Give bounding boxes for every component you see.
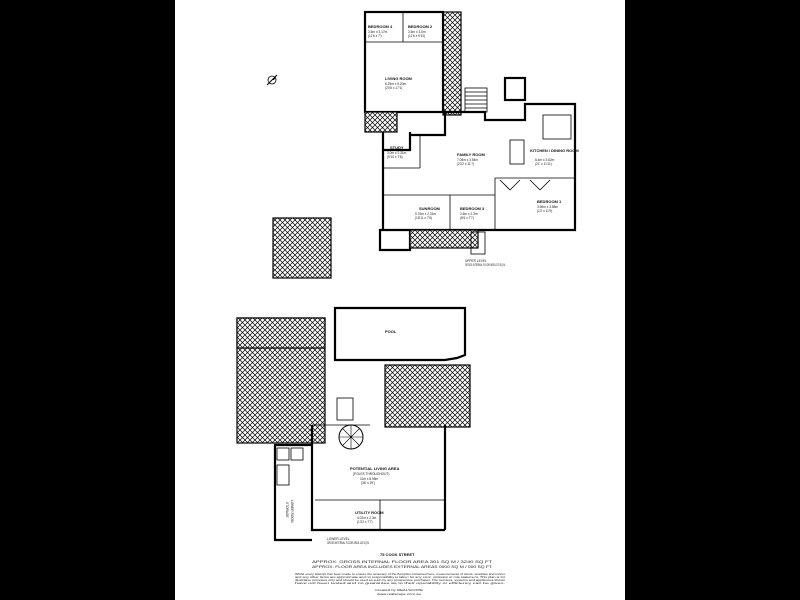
imp-bedroom4: (11'6 x 7') [368, 34, 382, 38]
approx-area-2: APPROX. FLOOR AREA INCLUDES EXTERNAL ARE… [312, 565, 492, 569]
deck-hatch-south [409, 229, 479, 249]
compass-icon [266, 74, 278, 86]
dims-living: 6.25m x 5.20m [385, 82, 406, 86]
detached-structure-hatch [272, 217, 332, 279]
disclaimer-3: illustrative purposes only and should be… [295, 579, 506, 582]
upper-level-area: GROSS INTERNAL FLOOR AREA 175 SQ M [465, 263, 505, 267]
imp-potential: (36' x 29') [361, 481, 375, 485]
imp-family: (23'2 x 11'7) [457, 162, 474, 166]
deck-hatch-west [364, 111, 398, 133]
lower-level-plan [236, 306, 471, 542]
disclaimer-2: and any other items are approximate and … [295, 576, 505, 579]
dims-family: 7.05m x 3.54m [457, 158, 478, 162]
lower-level-area: GROSS INTERNAL FLOOR AREA 130 SQ M [327, 541, 369, 545]
imp-bedroom2: (11'6 x 9'10) [408, 34, 425, 38]
label-potential: POTENTIAL LIVING AREA [350, 466, 399, 471]
upper-north-block [363, 10, 445, 114]
lower-level-title: LOWER LEVEL [327, 537, 350, 541]
pool-outline [333, 306, 467, 362]
label-bedroom3: BEDROOM 3 [460, 206, 485, 211]
imp-utility: (13'2 x 7'7) [357, 520, 373, 524]
label-kitchen: KITCHEN / DINING ROOM [530, 148, 579, 153]
imp-study: (9'10 x 7'6) [387, 155, 403, 159]
disclaimer-4: have not been tested and no guarantee as… [295, 582, 506, 585]
label-bedroom1: BEDROOM 1 [537, 199, 562, 204]
lower-east-hatch [384, 364, 471, 428]
imp-living: (20'6 x 17'1) [385, 86, 402, 90]
credit-line-2: www.realscope.com.au [377, 592, 422, 596]
label-family: FAMILY ROOM [457, 152, 485, 157]
disclaimer-1: Whilst every attempt has been made to en… [295, 573, 506, 576]
sub-lower-side: STORAGE [285, 502, 289, 518]
address-title: 75 COOK STREET [380, 552, 415, 557]
dims-bedroom3: 2.6m x 2.3m [460, 212, 478, 216]
upper-level-plan [266, 10, 577, 279]
dims-study: 3.0m x 2.31m [387, 151, 407, 155]
dims-bedroom1: 3.96m x 3.58m [537, 205, 558, 209]
dims-bedroom4: 3.5m x 3.17m [368, 30, 388, 34]
balcony-hatch [442, 11, 462, 116]
imp-bedroom3: (8'6 x 7'7) [460, 216, 474, 220]
credit-line-1: Created by REALSCOPE [375, 588, 423, 592]
floorplan-drawing: BEDROOM 4 3.5m x 3.17m (11'6 x 7') BEDRO… [236, 10, 579, 596]
sub-potential: (POLES THROUGHOUT) [353, 472, 389, 476]
dims-bedroom2: 3.5m x 3.0m [408, 30, 426, 34]
upper-level-title: UPPER LEVEL [465, 259, 487, 263]
dims-sunroom: 5.76m x 2.31m [415, 212, 436, 216]
dims-utility: 4.02m x 2.3m [357, 516, 377, 520]
floorplan-sheet: BEDROOM 4 3.5m x 3.17m (11'6 x 7') BEDRO… [175, 0, 625, 600]
label-bedroom2: BEDROOM 2 [408, 24, 433, 29]
imp-bedroom1: (13' x 11'9) [537, 209, 552, 213]
dims-kitchen: 6.4m x 3.62m [535, 158, 555, 162]
label-pool: POOL [385, 329, 397, 334]
approx-area-1: APPROX. GROSS INTERNAL FLOOR AREA 301 SQ… [312, 560, 492, 564]
label-utility: UTILITY ROOM [355, 510, 384, 515]
label-living: LIVING ROOM [385, 76, 413, 81]
label-bedroom4: BEDROOM 4 [368, 24, 393, 29]
label-study: STUDY [390, 145, 404, 150]
label-lower-side: LOWER ROOM [290, 500, 294, 523]
label-sunroom: SUNROOM [419, 206, 441, 211]
dims-potential: 11m x 8.95m [360, 477, 379, 481]
imp-sunroom: (18'11 x 7'6) [415, 216, 432, 220]
imp-kitchen: (21' x 11'11) [535, 162, 552, 166]
